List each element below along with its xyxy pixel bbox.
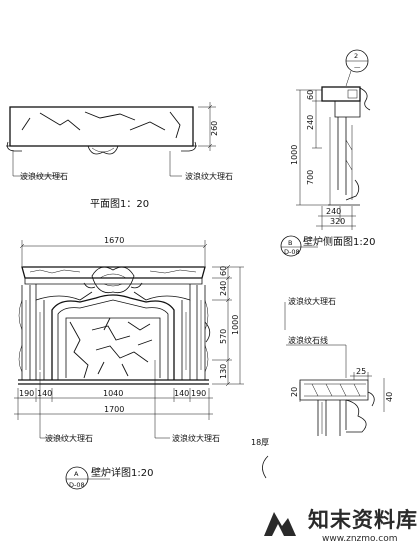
section-view-callout [280, 235, 302, 257]
elevation-view-callout [65, 466, 89, 490]
plan-view: 260 波浪纹大理石 波浪纹大理石 平面图1：20 [6, 102, 233, 210]
plan-scroll-ornament [87, 145, 119, 155]
elevation-callout-sheet: D-08 [69, 481, 85, 489]
elevation-dim-240: 240 [219, 281, 228, 296]
detail-fragment-text: 18厚 [251, 438, 269, 447]
section-dim-320: 320 [330, 217, 345, 226]
detail-label-mid: 波浪纹石线 [288, 335, 328, 345]
side-section-view: 2 — 60 240 1000 700 240 320 B D-08 壁炉侧面图… [280, 49, 375, 257]
elevation-dim-570: 570 [219, 329, 228, 344]
section-callout-bottom: — [354, 63, 361, 71]
section-callout-sheet: D-08 [284, 248, 300, 256]
section-dim-240: 240 [306, 115, 315, 130]
front-elevation-view: 1670 60 240 1000 570 130 190 140 1040 14… [14, 236, 244, 490]
section-dim-240-bottom: 240 [326, 207, 341, 216]
elevation-dim-190-left: 190 [19, 389, 34, 398]
plan-label-left: 波浪纹大理石 [20, 171, 68, 181]
section-dim-700: 700 [306, 170, 315, 185]
watermark-logo-icon [264, 512, 296, 536]
plan-title: 平面图1：20 [90, 198, 149, 210]
detail-dim-right: 40 [385, 392, 394, 402]
elevation-dim-140-left: 140 [37, 389, 52, 398]
elevation-dim-60: 60 [219, 266, 228, 276]
elevation-dim-140-right: 140 [174, 389, 189, 398]
watermark-url: www.znzmo.com [322, 534, 398, 544]
elevation-dim-1040: 1040 [103, 389, 123, 398]
section-dim-60: 60 [306, 90, 315, 100]
detail-dim-left: 20 [290, 387, 299, 397]
elevation-dim-190-right: 190 [191, 389, 206, 398]
section-callout-letter: B [288, 239, 292, 247]
detail-dim-top: 25 [356, 367, 366, 376]
elevation-title: 壁炉详图1:20 [91, 466, 153, 479]
watermark-text: 知末资料库 [308, 508, 418, 532]
elevation-dim-1000: 1000 [231, 315, 240, 335]
profile-detail-view: 20 25 40 波浪纹大理石 波浪纹石线 18厚 [251, 296, 394, 479]
elevation-label-right: 波浪纹大理石 [172, 433, 220, 443]
plan-label-right: 波浪纹大理石 [185, 171, 233, 181]
elevation-label-left: 波浪纹大理石 [45, 433, 93, 443]
plan-outline [9, 106, 194, 147]
detail-label-top: 波浪纹大理石 [288, 296, 336, 306]
elevation-dim-1700: 1700 [104, 405, 124, 414]
watermark: 知末资料库 www.znzmo.com [252, 500, 420, 560]
section-dim-1000: 1000 [290, 145, 299, 165]
elevation-callout-letter: A [74, 470, 79, 478]
elevation-dim-1670: 1670 [104, 236, 124, 245]
elevation-dim-130: 130 [219, 364, 228, 379]
section-callout-top: 2 [354, 52, 358, 60]
elevation-cartouche [91, 266, 135, 294]
plan-dim-depth: 260 [210, 121, 219, 136]
section-title: 壁炉侧面图1:20 [303, 235, 375, 248]
